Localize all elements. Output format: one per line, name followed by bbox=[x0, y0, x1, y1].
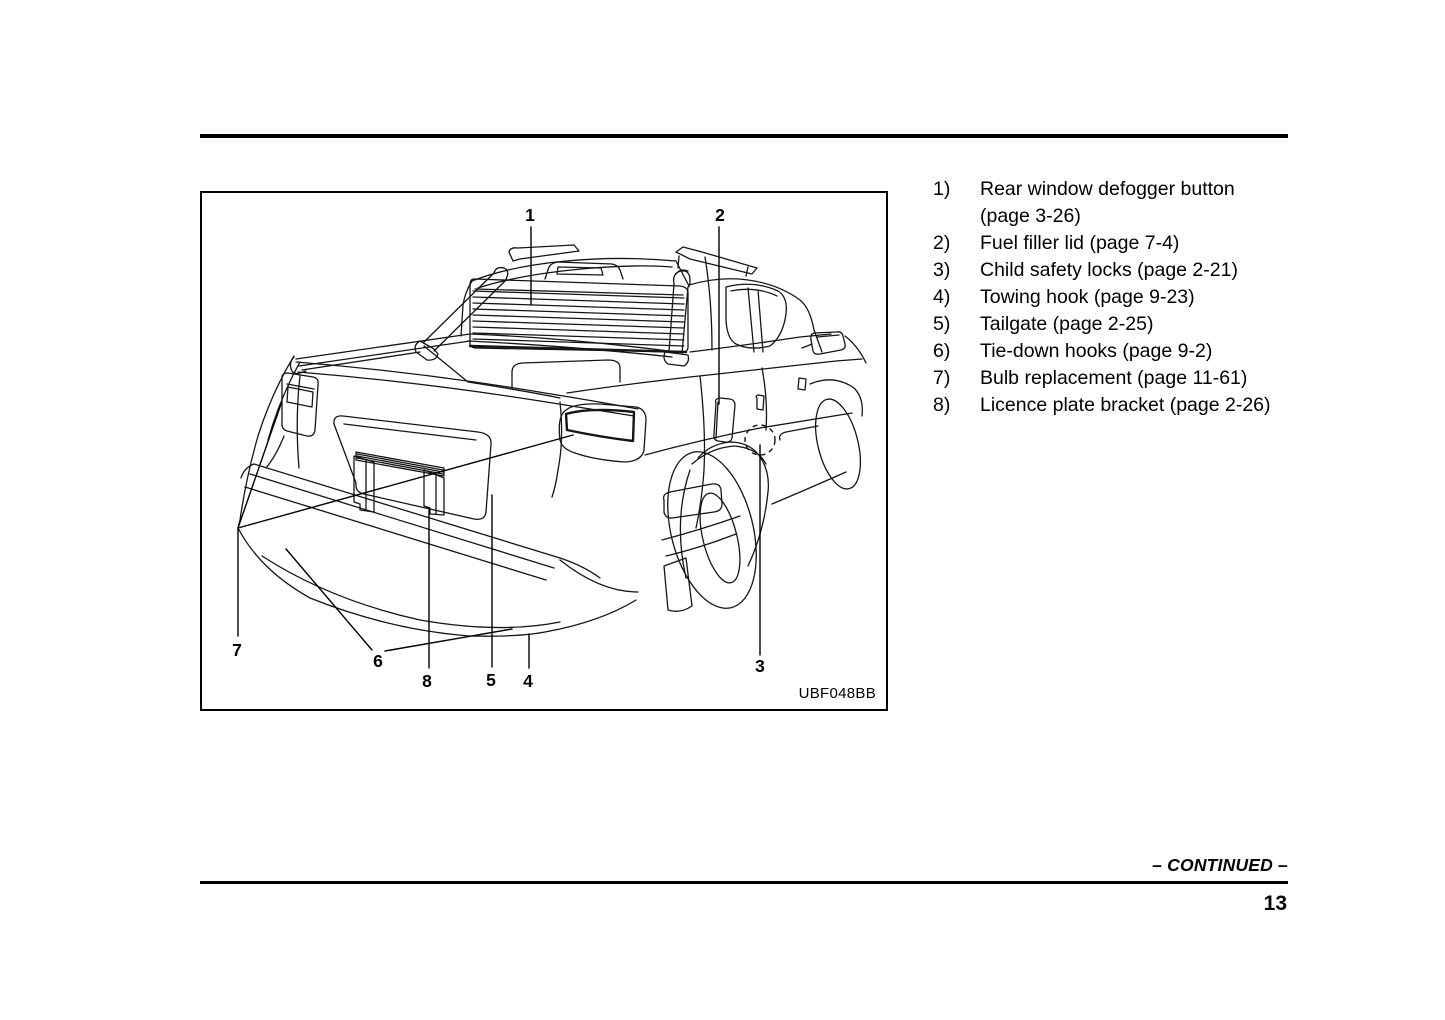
legend-item: 4) Towing hook (page 9-23) bbox=[933, 284, 1293, 311]
callout-8: 8 bbox=[422, 671, 432, 691]
legend-item: 8) Licence plate bracket (page 2-26) bbox=[933, 392, 1293, 419]
callout-2: 2 bbox=[715, 205, 725, 225]
legend-item-text: Tailgate (page 2-25) bbox=[980, 313, 1154, 335]
legend-item-text: Tie-down hooks (page 9-2) bbox=[980, 340, 1213, 362]
legend-item-number: 5) bbox=[933, 313, 951, 335]
legend-item-text: Bulb replacement (page 11-61) bbox=[980, 367, 1248, 389]
bottom-divider bbox=[200, 881, 1288, 884]
legend-item-number: 4) bbox=[933, 286, 951, 308]
top-divider bbox=[200, 134, 1288, 138]
legend-item-number: 1) bbox=[933, 178, 951, 200]
legend-item-number: 2) bbox=[933, 232, 951, 254]
legend-item-text: Licence plate bracket (page 2-26) bbox=[980, 394, 1271, 416]
callout-6: 6 bbox=[373, 651, 383, 671]
legend-item: 2) Fuel filler lid (page 7-4) bbox=[933, 230, 1293, 257]
legend-item-number: 3) bbox=[933, 259, 951, 281]
legend-item-number: 8) bbox=[933, 394, 951, 416]
car-drawing bbox=[237, 244, 867, 637]
legend-item: 1) Rear window defogger button (page 3-2… bbox=[933, 176, 1293, 230]
legend-item-text: Rear window defogger button (page 3-26) bbox=[980, 178, 1235, 227]
callout-labels: 1 2 3 4 5 6 7 8 bbox=[232, 205, 765, 691]
legend-item-text: Fuel filler lid (page 7-4) bbox=[980, 232, 1180, 254]
legend-item-text: Child safety locks (page 2-21) bbox=[980, 259, 1238, 281]
legend-item-number: 7) bbox=[933, 367, 951, 389]
legend-item: 7) Bulb replacement (page 11-61) bbox=[933, 365, 1293, 392]
legend-item: 5) Tailgate (page 2-25) bbox=[933, 311, 1293, 338]
callout-7: 7 bbox=[232, 640, 242, 660]
callout-3: 3 bbox=[755, 656, 765, 676]
callout-4: 4 bbox=[523, 671, 533, 691]
legend-item-text: Towing hook (page 9-23) bbox=[980, 286, 1195, 308]
legend-item: 6) Tie-down hooks (page 9-2) bbox=[933, 338, 1293, 365]
callout-1: 1 bbox=[525, 205, 535, 225]
figure-box: 1 2 3 4 5 6 7 8 UBF048BB bbox=[200, 191, 888, 711]
callout-5: 5 bbox=[486, 670, 496, 690]
child-lock-marker bbox=[744, 424, 776, 456]
continued-label: – CONTINUED – bbox=[1152, 855, 1288, 875]
legend-item: 3) Child safety locks (page 2-21) bbox=[933, 257, 1293, 284]
legend-item-number: 6) bbox=[933, 340, 951, 362]
parts-legend: 1) Rear window defogger button (page 3-2… bbox=[933, 176, 1293, 419]
leader-lines bbox=[237, 226, 761, 669]
figure-code: UBF048BB bbox=[798, 685, 876, 702]
vehicle-rear-diagram: 1 2 3 4 5 6 7 8 bbox=[232, 205, 867, 691]
page-number: 13 bbox=[1263, 892, 1287, 915]
